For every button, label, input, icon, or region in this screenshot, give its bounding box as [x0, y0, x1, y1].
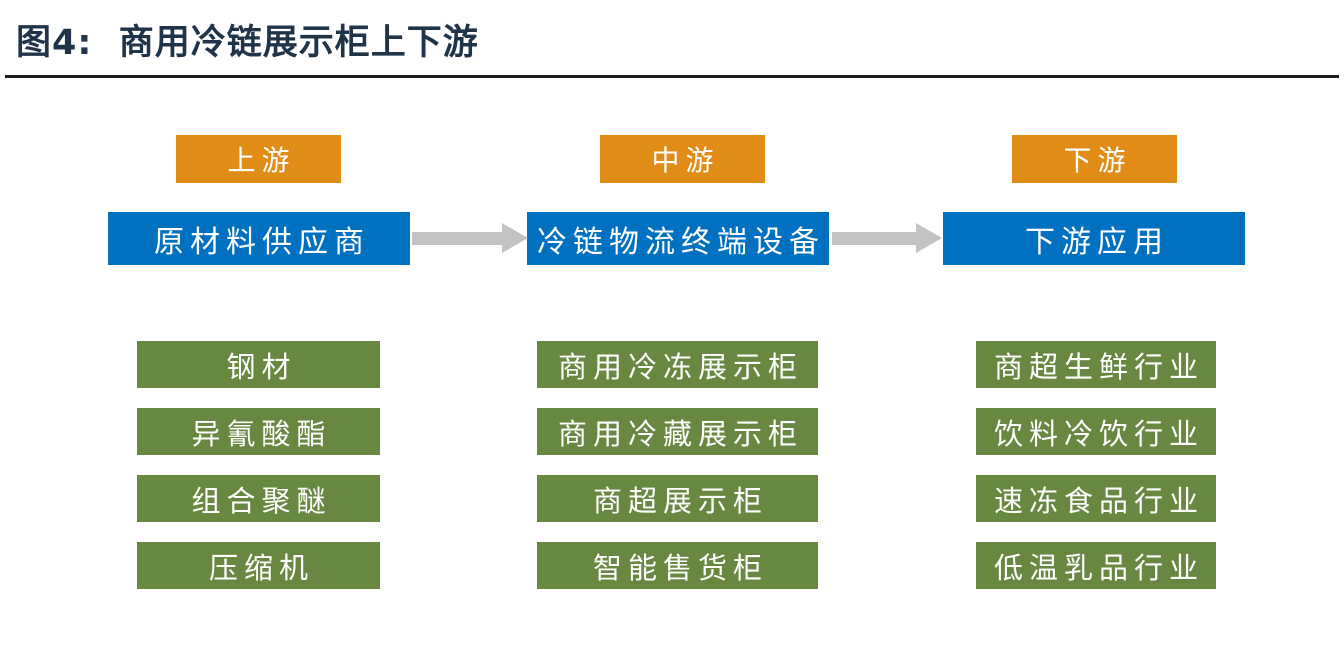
figure-title: 图4: 商用冷链展示柜上下游 [16, 23, 479, 63]
item-box-downstream-1: 商超生鲜行业 [976, 341, 1216, 388]
flow-arrow-1-head [502, 223, 528, 253]
stage-badge-upstream: 上游 [176, 135, 341, 183]
item-box-downstream-4: 低温乳品行业 [976, 542, 1216, 589]
item-box-upstream-1: 钢材 [137, 341, 380, 388]
flow-arrow-1-shaft [412, 232, 504, 245]
flow-arrow-2-shaft [832, 232, 918, 245]
item-box-downstream-2: 饮料冷饮行业 [976, 408, 1216, 455]
item-box-upstream-4: 压缩机 [137, 542, 380, 589]
item-box-downstream-3: 速冻食品行业 [976, 475, 1216, 522]
item-box-midstream-4: 智能售货柜 [537, 542, 818, 589]
item-box-midstream-2: 商用冷藏展示柜 [537, 408, 818, 455]
category-box-cold-chain-devices: 冷链物流终端设备 [527, 212, 829, 265]
item-box-midstream-3: 商超展示柜 [537, 475, 818, 522]
stage-badge-midstream: 中游 [600, 135, 765, 183]
stage-badge-downstream: 下游 [1012, 135, 1177, 183]
flow-arrow-2-head [916, 223, 942, 253]
category-box-raw-materials: 原材料供应商 [108, 212, 410, 265]
item-box-upstream-2: 异氰酸酯 [137, 408, 380, 455]
title-divider [5, 75, 1339, 78]
item-box-upstream-3: 组合聚醚 [137, 475, 380, 522]
item-box-midstream-1: 商用冷冻展示柜 [537, 341, 818, 388]
category-box-downstream-apps: 下游应用 [943, 212, 1245, 265]
